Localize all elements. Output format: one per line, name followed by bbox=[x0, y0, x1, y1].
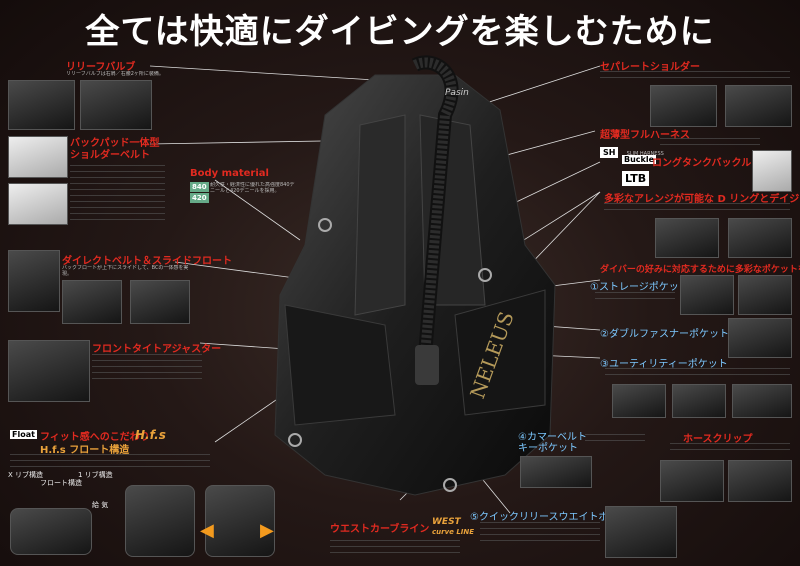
harness-chip-sub: SLIM HARNESS bbox=[626, 151, 664, 157]
float-title: フィット感へのこだわり bbox=[40, 432, 150, 443]
arrow-right-icon: ▶ bbox=[260, 520, 274, 541]
separate-shoulder-label: セパレートショルダー bbox=[600, 62, 700, 73]
separate-shoulder-desc bbox=[600, 71, 790, 83]
front-tight-photo bbox=[8, 340, 90, 402]
one-rib-label: 1 リブ構造 bbox=[78, 471, 113, 479]
waist-curve-desc bbox=[330, 540, 460, 554]
harness-chip: SH SLIM HARNESS bbox=[600, 140, 664, 159]
waist-curve-logo: WEST bbox=[432, 517, 461, 527]
direct-belt-label: ダイレクトベルト＆スライドフロート bbox=[62, 256, 232, 267]
pocket-4-label: ④カマーベルトキーポケット bbox=[518, 432, 587, 454]
pocket-3-desc bbox=[605, 368, 790, 380]
front-tight-desc bbox=[92, 354, 202, 384]
body-material-desc: 耐久性・経済性に優れた高強度840デニールと420デニールを採用。 bbox=[210, 182, 295, 194]
pocket-2-photo bbox=[728, 318, 792, 358]
pocket-5-label: ⑤クイックリリースウエイトポケット bbox=[470, 512, 639, 523]
pocket-3-photo-2 bbox=[672, 384, 726, 418]
pocket-4-desc bbox=[585, 434, 645, 446]
hose-clip-photo-1 bbox=[660, 460, 724, 502]
relief-valve-photo-1 bbox=[8, 80, 75, 130]
d-ring-photo-2 bbox=[728, 218, 792, 258]
relief-valve-label: リリーフバルブ bbox=[66, 62, 136, 73]
material-tag-840: 840 bbox=[190, 182, 209, 192]
direct-belt-photo-2 bbox=[62, 280, 122, 324]
pocket-4-photo bbox=[520, 456, 592, 488]
pocket-5-photo bbox=[605, 506, 677, 558]
d-ring-photo-1 bbox=[655, 218, 719, 258]
hose-clip-photo-2 bbox=[728, 460, 792, 502]
bcd-vest-illustration: NELEUS Pasin bbox=[274, 55, 556, 496]
back-pad-desc bbox=[70, 165, 165, 225]
hose-clip-desc bbox=[670, 443, 790, 455]
waist-curve-logo-2: curve LINE bbox=[432, 528, 475, 536]
collar-logo: Pasin bbox=[445, 88, 469, 98]
shoulder-photo-1 bbox=[650, 85, 717, 127]
buckle-chip: LTB bbox=[622, 167, 652, 186]
float-diagram-3 bbox=[205, 485, 275, 557]
intake-label: 給 気 bbox=[92, 501, 109, 509]
pocket-1-desc bbox=[595, 292, 675, 304]
front-tight-label: フロントタイトアジャスター bbox=[92, 344, 222, 355]
pocket-3-label: ③ユーティリティーポケット bbox=[600, 359, 728, 370]
arrow-left-icon: ◀ bbox=[200, 520, 214, 541]
back-pad-label: バックパッド一体型ショルダーベルト bbox=[70, 138, 160, 161]
float-badge: Float bbox=[10, 430, 37, 439]
d-ring-desc bbox=[604, 203, 790, 215]
float-diagram-2 bbox=[125, 485, 195, 557]
direct-belt-desc: バックフロートが上下にスライドして、BCの一体感を実現。 bbox=[62, 265, 189, 277]
material-tag-420: 420 bbox=[190, 193, 209, 203]
pocket-1-label: ①ストレージポケット bbox=[590, 282, 689, 293]
float-title-2: H.f.s フロート構造 bbox=[40, 445, 130, 456]
direct-belt-photo-1 bbox=[8, 250, 60, 312]
hfs-logo: H.f.s bbox=[135, 428, 166, 442]
body-material-label: Body material bbox=[190, 168, 269, 179]
relief-valve-desc: リリーフバルブは右肩／右腰2ヶ所に装備。 bbox=[66, 71, 164, 77]
buckle-chip-code: LTB bbox=[622, 171, 650, 186]
waist-curve-label: ウエストカーブライン bbox=[330, 524, 430, 535]
pocket-1-photo-2 bbox=[738, 275, 792, 315]
pocket-heading: ダイバーの好みに対応するために多彩なポケットを用意 bbox=[600, 265, 800, 275]
page-title: 全ては快適にダイビングを楽しむために bbox=[85, 12, 715, 52]
hose-clip-label: ホースクリップ bbox=[683, 434, 753, 445]
pocket-2-label: ②ダブルファスナーポケット bbox=[600, 329, 729, 340]
pocket-1-photo-1 bbox=[680, 275, 734, 315]
pocket-5-desc bbox=[480, 522, 600, 542]
float-diagram-1 bbox=[10, 508, 92, 555]
relief-valve-photo-2 bbox=[80, 80, 152, 130]
buckle-photo bbox=[752, 150, 792, 192]
harness-chip-code: SH bbox=[600, 147, 619, 158]
direct-belt-photo-3 bbox=[130, 280, 190, 324]
buckle-label: ロングタンクバックル bbox=[652, 158, 752, 169]
d-ring-label: 多彩なアレンジが可能な D リングとデイジーチェーン bbox=[604, 194, 800, 205]
pocket-3-photo-1 bbox=[612, 384, 666, 418]
harness-desc bbox=[660, 138, 760, 150]
float-desc bbox=[10, 454, 210, 468]
buckle-tag: Buckle bbox=[622, 155, 657, 164]
shoulder-photo-2 bbox=[725, 85, 792, 127]
pocket-3-photo-3 bbox=[732, 384, 792, 418]
back-pad-photo-1 bbox=[8, 136, 68, 178]
back-pad-photo-2 bbox=[8, 183, 68, 225]
x-rib-label: X リブ構造 bbox=[8, 471, 44, 479]
harness-label: 超薄型フルハーネス bbox=[600, 130, 690, 141]
float-structure-label: フロート構造 bbox=[40, 479, 82, 487]
